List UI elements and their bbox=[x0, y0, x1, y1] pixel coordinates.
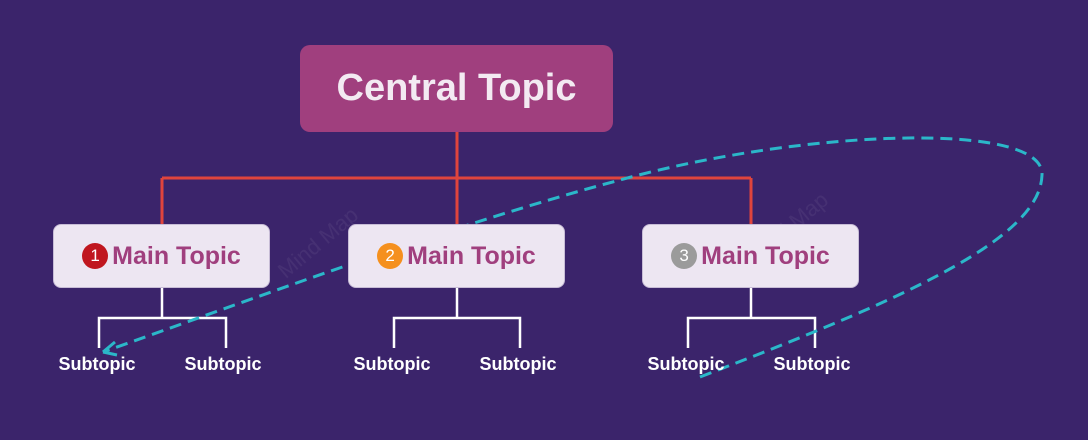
relationship-arrowhead bbox=[102, 340, 118, 357]
subtopic-5[interactable]: Subtopic bbox=[647, 354, 725, 374]
relationship-curve bbox=[102, 136, 1044, 379]
subtopic-6[interactable]: Subtopic bbox=[773, 354, 851, 374]
priority-2-icon: 2 bbox=[377, 243, 404, 269]
main-topic-label: Main Topic bbox=[112, 241, 241, 270]
subtopic-3[interactable]: Subtopic bbox=[353, 354, 431, 374]
connector-sub-group-1 bbox=[97, 288, 228, 348]
main-topic-label: Main Topic bbox=[701, 241, 830, 270]
central-topic[interactable]: Central Topic bbox=[300, 45, 613, 132]
priority-3-icon: 3 bbox=[671, 243, 698, 269]
priority-1-icon: 1 bbox=[82, 243, 109, 269]
subtopic-1[interactable]: Subtopic bbox=[58, 354, 136, 374]
subtopic-2[interactable]: Subtopic bbox=[184, 354, 262, 374]
main-topic-label: Main Topic bbox=[407, 241, 536, 270]
central-topic-label: Central Topic bbox=[336, 67, 577, 109]
main-topic-2[interactable]: 2 Main Topic bbox=[348, 224, 565, 288]
main-topic-3[interactable]: 3 Main Topic bbox=[642, 224, 859, 288]
main-topic-1[interactable]: 1 Main Topic bbox=[53, 224, 270, 288]
connector-sub-group-2 bbox=[392, 288, 522, 348]
subtopic-4[interactable]: Subtopic bbox=[479, 354, 557, 374]
